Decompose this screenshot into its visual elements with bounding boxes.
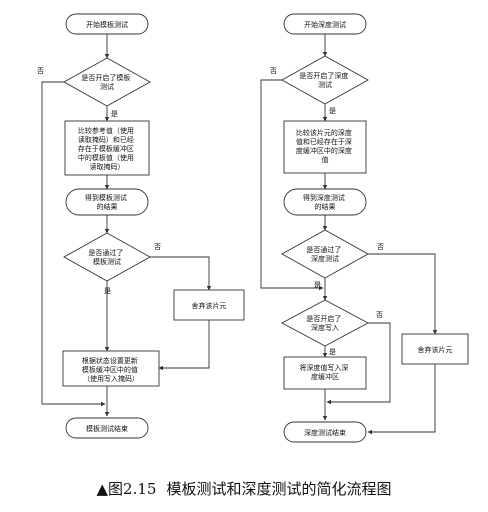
edge-d-pass-no-to-discard [368,253,438,335]
stencil-enabled-decision [63,57,151,107]
stencil-end-text: 模板测试结束 [86,424,128,433]
stencil-result-node [65,188,149,216]
label-d-pass-no: 否 [377,243,384,251]
edge-s-discard-to-update [158,320,210,371]
stencil-start-node [65,13,149,35]
label-d-enabled-yes: 是 [329,107,336,115]
label-s-enabled-no: 否 [37,67,44,75]
depth-start-node [283,13,367,35]
depth-write-text: 将深度值写入深 度缓冲区 [299,363,350,381]
label-d-write-yes: 是 [329,348,336,356]
depth-start-text: 开始深度测试 [304,20,346,29]
stencil-compare-text: 比较参考值（使用 读取掩码）和已经 存在于模板缓冲区 中的模板值（使用 读取掩码… [78,126,136,171]
depth-pass-text: 是否通过了 深度测试 [306,245,343,263]
stencil-start-text: 开始模板测试 [86,20,128,29]
label-d-pass-yes: 是 [314,281,321,289]
stencil-pass-decision [63,232,151,282]
stencil-compare-node [64,120,150,176]
stencil-update-node [62,350,160,387]
depth-write-decision [281,299,369,347]
depth-pass-decision [281,229,369,279]
label-s-enabled-yes: 是 [111,110,118,118]
stencil-discard-text: 舍弃该片元 [192,301,227,310]
stencil-update-text: 根据状态设置更新 模板缓冲区中的值 （使用写入掩码） [82,356,140,383]
label-s-pass-yes: 是 [104,287,111,295]
stencil-result-text: 得到模板测试 的结果 [85,193,129,211]
depth-enabled-decision [281,55,369,105]
caption-number: ▲图2.15 [96,480,157,498]
depth-flow: 是 否 否 是 否 是 开始深度测试 是否开启了深度 测试 比较该片元的深度 值… [260,13,469,443]
label-d-write-no: 否 [376,311,383,319]
depth-result-node [283,188,367,216]
depth-enabled-text: 是否开启了深度 测试 [299,71,350,89]
label-s-pass-no: 否 [154,243,161,251]
edge-s-enabled-no-bypass [41,81,106,407]
stencil-pass-text: 是否通过了 模板测试 [88,248,125,266]
depth-write-dec-text: 是否开启了 深度写入 [306,314,343,332]
edge-s-pass-no-to-discard [150,256,212,291]
edge-d-write-no-to-end [326,322,391,405]
stencil-discard-node [173,289,245,321]
caption-title: 模板测试和深度测试的简化流程图 [166,480,392,498]
depth-write-node [283,356,367,390]
label-d-enabled-no: 否 [270,67,277,75]
depth-discard-node [401,333,469,365]
edge-d-discard-to-end [367,364,436,435]
figure-caption: ▲图2.15 模板测试和深度测试的简化流程图 [0,478,488,499]
depth-end-node [283,421,367,443]
edge-d-enabled-no-bypass [260,79,324,291]
depth-discard-text: 舍弃该片元 [418,345,453,354]
depth-compare-text: 比较该片元的深度 值和已经存在于深 度缓冲区中的深度 值 [296,128,354,164]
stencil-flow: 是 否 否 是 开始模板测试 是否开启了模板 测试 比较参考值（使用 读取掩码）… [37,13,245,439]
depth-end-text: 深度测试结束 [304,428,346,437]
stencil-end-node [65,417,149,439]
flowchart-diagram: 是 否 否 是 开始模板测试 是否开启了模板 测试 比较参考值（使用 读取掩码）… [37,13,469,443]
stencil-enabled-text: 是否开启了模板 测试 [81,73,132,91]
depth-compare-node [283,120,367,174]
depth-result-text: 得到深度测试 的结果 [303,193,347,211]
